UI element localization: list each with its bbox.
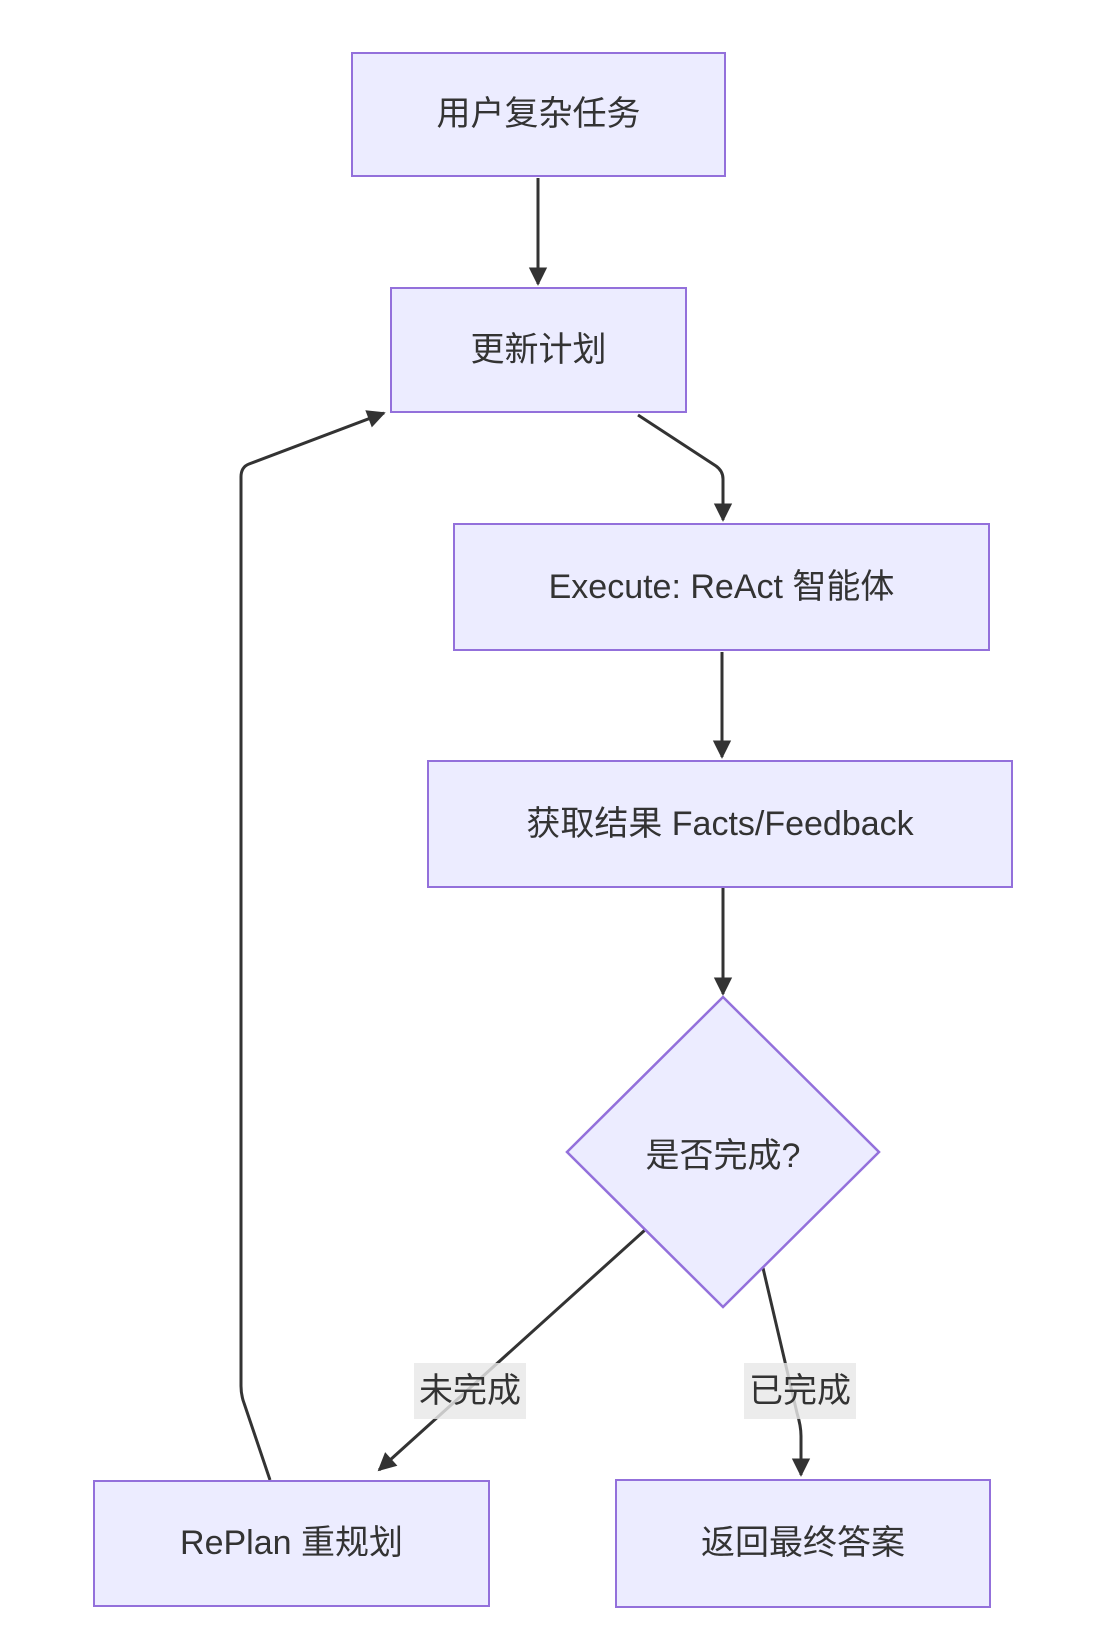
decision-diamond-shape (565, 995, 881, 1309)
node-update-plan-label: 更新计划 (470, 330, 607, 369)
node-replan: RePlan 重规划 (93, 1480, 490, 1607)
node-execute: Execute: ReAct 智能体 (453, 523, 990, 651)
edge-label-incomplete: 未完成 (414, 1363, 526, 1419)
node-results-label: 获取结果 Facts/Feedback (526, 804, 914, 843)
edge-label-complete: 已完成 (744, 1363, 856, 1419)
node-final-answer: 返回最终答案 (615, 1479, 991, 1608)
decision-question-text: 是否完成? (645, 1136, 801, 1175)
edge-decision-to-replan (377, 1228, 647, 1472)
node-execute-label: Execute: ReAct 智能体 (548, 567, 895, 606)
node-final-answer-label: 返回最终答案 (701, 1524, 905, 1563)
node-user-task: 用户复杂任务 (351, 52, 726, 177)
edge-update-plan-to-execute (637, 413, 733, 522)
node-results: 获取结果 Facts/Feedback (427, 760, 1013, 888)
edge-replan-to-update-plan (239, 410, 386, 1481)
node-replan-label: RePlan 重规划 (180, 1524, 403, 1563)
node-update-plan: 更新计划 (390, 287, 687, 413)
node-decision-label: 是否完成? (567, 1122, 879, 1182)
node-user-task-label: 用户复杂任务 (436, 95, 641, 134)
